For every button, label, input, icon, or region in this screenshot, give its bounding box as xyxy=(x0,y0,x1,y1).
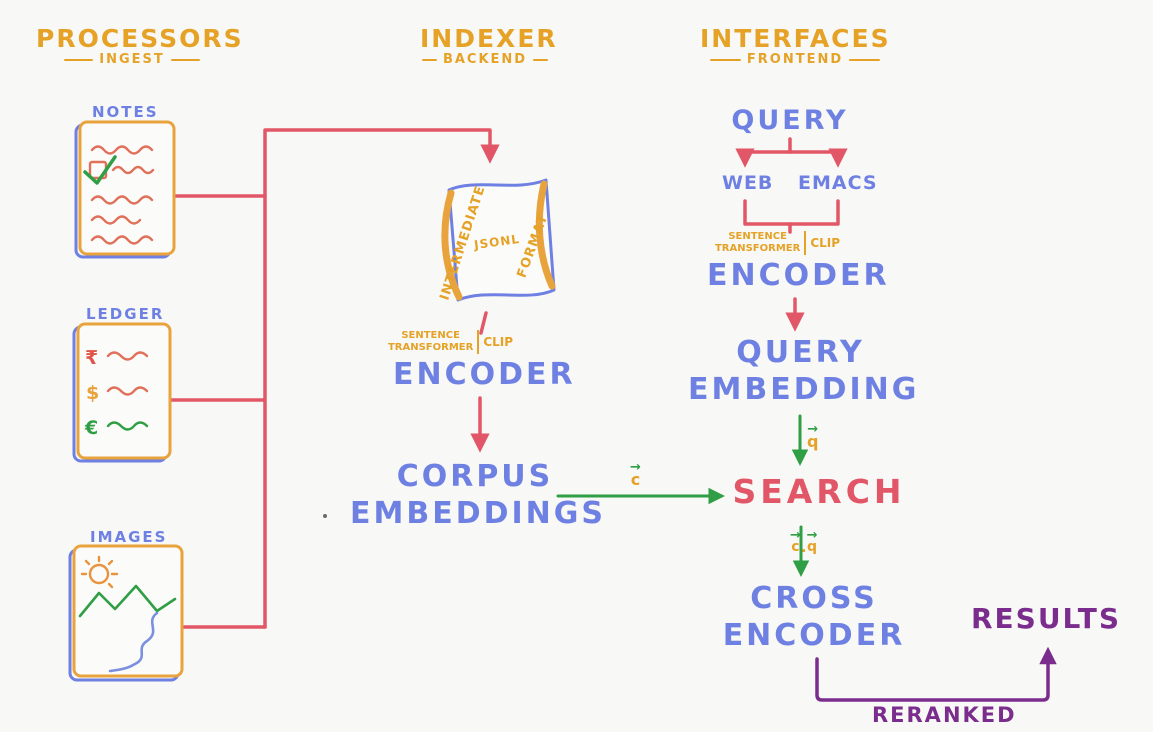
query-label: QUERY xyxy=(731,105,849,136)
vector-arrow-icon: → xyxy=(790,528,801,543)
sun-circle xyxy=(88,563,110,585)
currency-rupee-glyph: ₹ xyxy=(85,347,98,369)
note-line xyxy=(90,215,142,225)
results-label: RESULTS xyxy=(970,602,1122,635)
vector-arrow-icon: → xyxy=(630,460,641,475)
query-vector-letter: q xyxy=(807,432,819,451)
note-checkmark xyxy=(83,155,117,185)
indexer-model-clip: CLIP xyxy=(483,335,514,349)
corpus-line1: CORPUS xyxy=(396,459,554,494)
model-divider xyxy=(477,330,480,354)
sun-sketch xyxy=(80,555,119,589)
indexer-model-line1: SENTENCE xyxy=(401,330,460,341)
note-line xyxy=(90,235,154,245)
notes-document-icon xyxy=(74,120,176,259)
note-line xyxy=(90,145,154,155)
dot-product-c-letter: c xyxy=(791,539,800,555)
dot-product-q: → q xyxy=(806,528,818,555)
ledger-doc-blue-edge xyxy=(72,325,168,463)
cross-encoder-label: CROSS ENCODER xyxy=(700,580,928,654)
sun-ray xyxy=(84,559,91,566)
subtitle-dash xyxy=(170,58,200,61)
notes-doc-blue-edge xyxy=(74,123,172,259)
indexer-model-line2: TRANSFORMER xyxy=(387,342,474,353)
subtitle-dash xyxy=(64,58,94,61)
note-line xyxy=(90,195,154,205)
vector-arrow-icon: → xyxy=(807,422,819,437)
currency-dollar-glyph: $ xyxy=(86,382,99,404)
interfaces-model-line1: SENTENCE xyxy=(728,231,787,242)
ledger-label: LEDGER xyxy=(86,305,165,323)
interfaces-header-subtitle: FRONTEND xyxy=(704,52,886,67)
web-emacs-join-line xyxy=(743,199,840,226)
processors-header-title: PROCESSORS xyxy=(36,24,244,53)
ledger-line xyxy=(106,386,149,396)
indexer-subtitle-text: BACKEND xyxy=(442,52,528,67)
dot-product-separator: . xyxy=(800,538,807,556)
search-label: SEARCH xyxy=(732,472,906,511)
interfaces-model-label: SENTENCE TRANSFORMER CLIP xyxy=(710,231,845,255)
sun-ray xyxy=(107,559,114,566)
ledger-document-icon: ₹ $ € xyxy=(72,322,172,463)
query-vector-label: → q xyxy=(807,422,819,451)
web-label: WEB xyxy=(722,172,774,194)
stray-ink-dot xyxy=(323,514,327,518)
dot-product-c: → c xyxy=(790,528,801,555)
reranked-label: RERANKED xyxy=(872,703,1017,727)
dot-product-label: → c . → q xyxy=(790,528,818,556)
query-embedding-line1: QUERY xyxy=(736,335,865,370)
interfaces-header-title: INTERFACES xyxy=(700,24,891,53)
scroll-format-text: FORMAT xyxy=(514,212,552,280)
corpus-line2: EMBEDDINGS xyxy=(350,496,607,531)
images-label: IMAGES xyxy=(90,528,168,546)
interfaces-model-line2: TRANSFORMER xyxy=(714,243,801,254)
ledger-doc-border xyxy=(76,322,172,460)
mountains-sketch xyxy=(78,584,177,618)
images-document-icon xyxy=(68,544,184,682)
indexer-model-label: SENTENCE TRANSFORMER CLIP xyxy=(383,330,518,354)
interfaces-model-clip: CLIP xyxy=(810,236,841,250)
ledger-line xyxy=(106,421,149,431)
notes-text-squiggles xyxy=(88,145,155,245)
cross-encoder-line2: ENCODER xyxy=(722,618,906,653)
dot-product-q-letter: q xyxy=(807,539,818,555)
indexer-encoder-label: ENCODER xyxy=(393,357,576,392)
river-sketch xyxy=(108,611,159,673)
processors-subtitle-text: INGEST xyxy=(99,52,165,67)
notes-label: NOTES xyxy=(92,103,159,121)
cross-encoder-to-results-path xyxy=(815,646,1057,702)
subtitle-dash xyxy=(710,58,741,61)
notes-doc-border xyxy=(78,120,176,256)
indexer-header-title: INDEXER xyxy=(420,24,558,53)
corpus-embeddings-label: CORPUS EMBEDDINGS xyxy=(350,458,607,532)
interfaces-model-name: SENTENCE TRANSFORMER xyxy=(715,231,800,255)
subtitle-dash xyxy=(422,58,437,61)
subtitle-dash xyxy=(849,58,880,61)
interfaces-subtitle-text: FRONTEND xyxy=(746,52,844,67)
interfaces-encoder-label: ENCODER xyxy=(707,258,890,293)
note-checkbox xyxy=(88,160,108,180)
ledger-line xyxy=(106,351,149,361)
images-doc-blue-edge xyxy=(68,548,180,682)
ledger-entry-squiggles xyxy=(106,351,149,431)
query-embedding-label: QUERY EMBEDDING xyxy=(688,334,920,408)
corpus-vector-letter: c xyxy=(630,470,641,489)
model-divider xyxy=(804,231,807,255)
emacs-label: EMACS xyxy=(798,172,878,194)
scroll-jsonl-text: JSONL xyxy=(473,231,521,253)
processors-header-subtitle: INGEST xyxy=(58,52,206,67)
cross-encoder-line1: CROSS xyxy=(750,581,878,616)
indexer-header-subtitle: BACKEND xyxy=(416,52,554,67)
currency-euro-glyph: € xyxy=(84,417,98,439)
corpus-vector-label: → c xyxy=(630,460,641,489)
subtitle-dash xyxy=(533,58,549,61)
vector-arrow-icon: → xyxy=(806,528,818,543)
indexer-model-name: SENTENCE TRANSFORMER xyxy=(388,330,473,354)
sun-ray xyxy=(107,582,114,589)
query-embedding-line2: EMBEDDING xyxy=(688,372,920,407)
note-line xyxy=(111,165,155,175)
images-doc-border xyxy=(72,544,184,678)
